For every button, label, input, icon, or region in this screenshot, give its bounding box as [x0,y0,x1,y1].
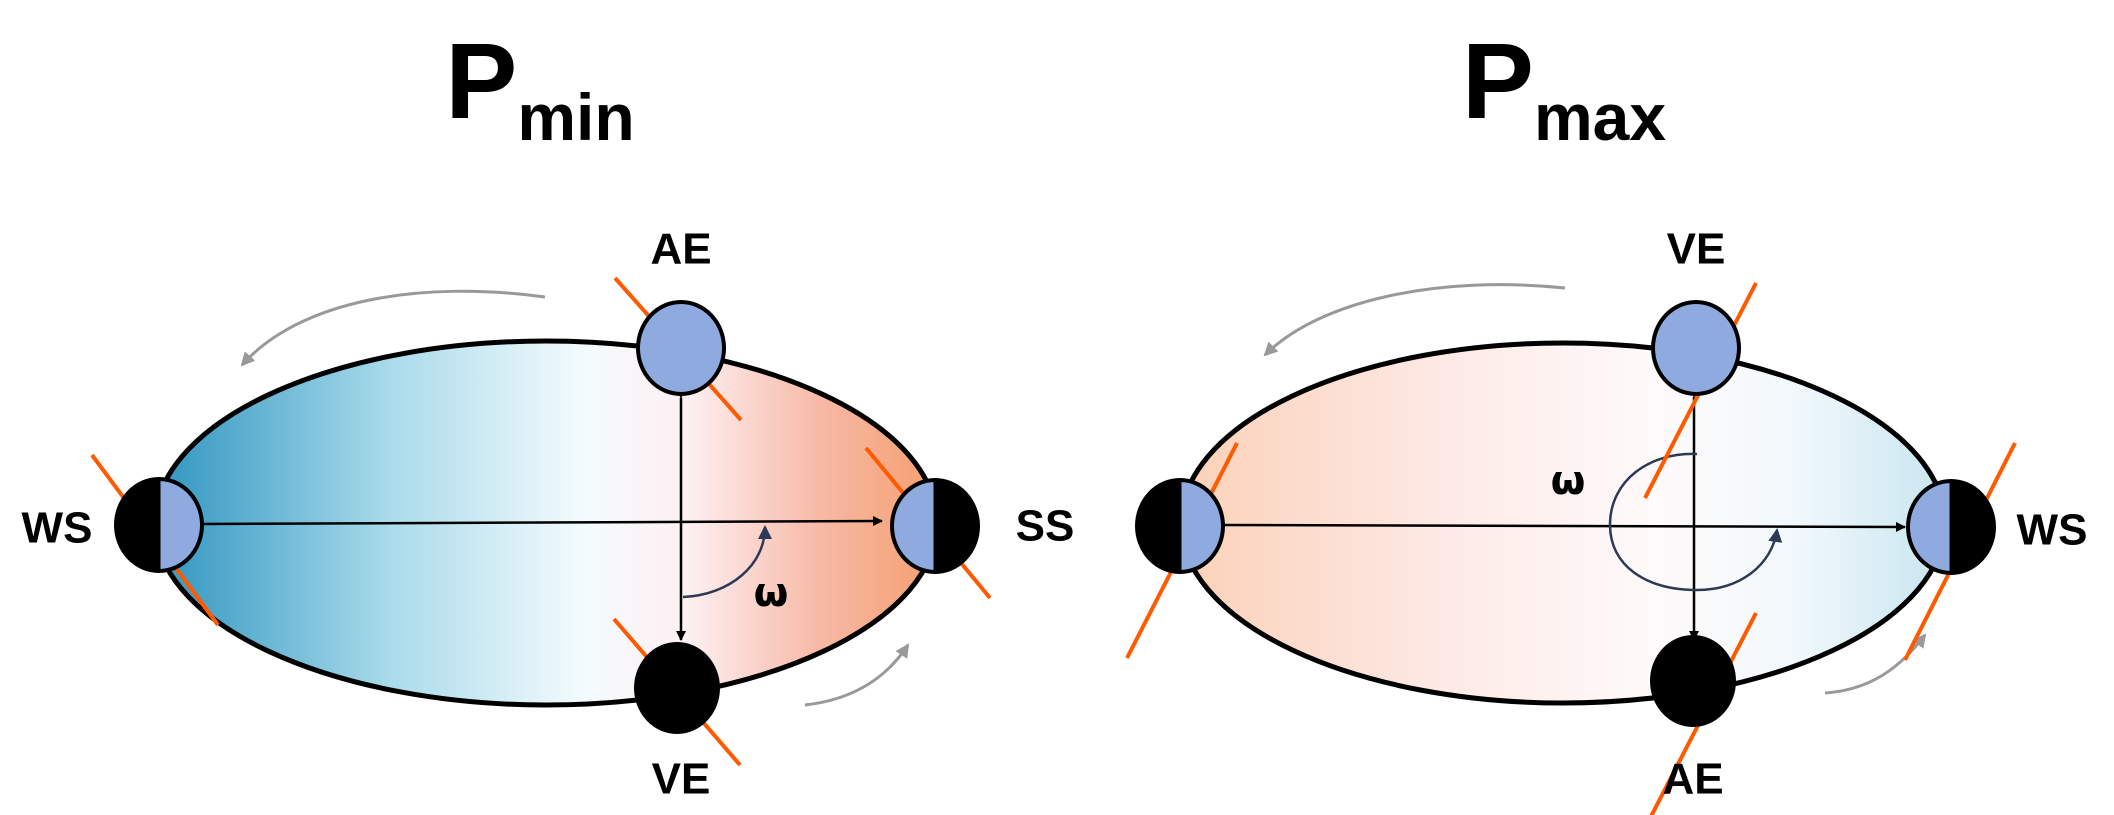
label-ws: WS [22,504,93,553]
planet-ae [636,300,726,396]
apsides-line [190,516,883,530]
label-ae: AE [650,225,711,274]
pmax-title: Pmax [1462,20,1666,154]
planet-ws [114,477,204,573]
pmax-diagram: Pmax ω VE WS AE [1125,20,2088,815]
label-ss: SS [1016,502,1075,551]
omega-label: ω [754,570,789,616]
orbit-direction-arrow [1263,283,1566,357]
label-ve: VE [652,755,711,804]
pmin-diagram: Pmin ω AE WS SS [22,20,1075,804]
planet-ss [890,478,980,574]
planet-ws [1906,479,1996,575]
orbit-ellipse [1178,340,1948,706]
omega-arc [682,525,772,599]
planet-ss [1135,478,1225,574]
orbit-direction-arrow [1824,633,1927,695]
omega-arc [1608,452,1783,592]
orbit-direction-arrow [240,289,546,367]
label-ae: AE [1662,755,1723,804]
label-ws: WS [2017,506,2088,555]
omega-label: ω [1551,458,1586,504]
planet-ae [1650,635,1736,727]
apsides-line [1208,519,1906,532]
orbit-direction-arrow [804,643,910,707]
label-ve: VE [1667,225,1726,274]
planet-ve [1651,300,1741,396]
planet-ve [634,642,720,734]
pmin-title: Pmin [445,20,634,154]
